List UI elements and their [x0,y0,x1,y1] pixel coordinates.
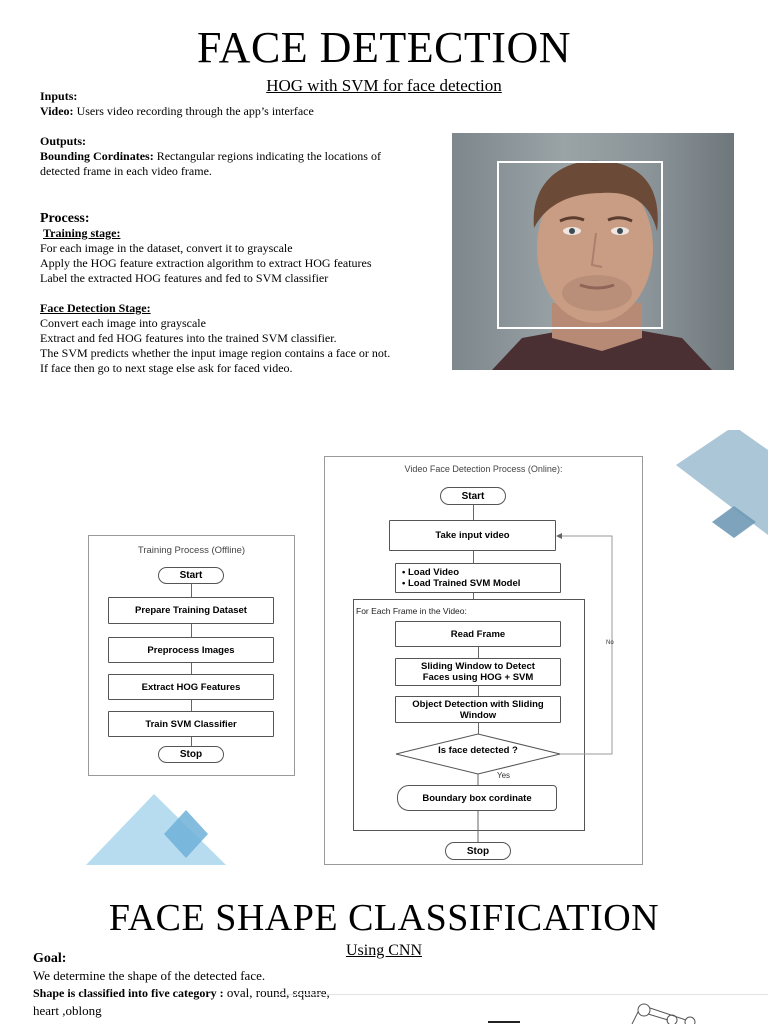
page-title: FACE DETECTION [196,23,572,72]
inputs-heading: Inputs: [40,89,78,103]
outputs-heading: Outputs: [40,134,87,148]
detection-line-4: If face then go to next stage else ask f… [40,361,293,375]
training-heading: Training stage: [43,226,121,240]
detection-line-3: The SVM predicts whether the input image… [40,346,391,360]
process-block: Process: Training stage: For each image … [40,211,440,376]
training-line-1: For each image in the dataset, convert i… [40,241,293,255]
boundary-box-cordinate: Boundary box cordinate [397,785,557,811]
goal-text: We determine the shape of the detected f… [33,968,266,983]
object-detection: Object Detection with Sliding Window [395,696,561,723]
training-step-3: Extract HOG Features [108,674,274,700]
online-stop: Stop [445,842,511,860]
face-illustration [492,160,712,370]
training-line-3: Label the extracted HOG features and fed… [40,271,329,285]
decorative-shape-bottom-left [86,794,226,865]
detection-line-2: Extract and fed HOG features into the tr… [40,331,337,345]
bounding-line: Bounding Cordinates: Rectangular regions… [40,149,381,163]
section2-subtitle: Using CNN [345,942,422,959]
training-start: Start [158,567,224,584]
take-input-video: Take input video [389,520,556,551]
online-diagram-title: Video Face Detection Process (Online): [404,464,563,474]
diagram-connectors [395,533,613,844]
goal-heading: Goal: [33,951,67,966]
detection-heading: Face Detection Stage: [40,301,151,315]
training-stop: Stop [158,746,224,763]
section2-title: FACE SHAPE CLASSIFICATION [108,897,660,939]
shape-line: Shape is classified into five category :… [33,985,330,1000]
training-line-2: Apply the HOG feature extraction algorit… [40,256,372,270]
bounding-line-2: detected frame in each video frame. [40,164,212,178]
frame-loop-label: For Each Frame in the Video: [356,606,467,616]
training-step-4: Train SVM Classifier [108,711,274,737]
network-icon [631,1003,696,1024]
video-line: Video: Users video recording through the… [40,104,314,118]
cnn-figure-partial [277,994,768,1025]
training-step-2: Preprocess Images [108,637,274,663]
detection-line-1: Convert each image into grayscale [40,316,206,330]
training-diagram-title: Training Process (Offline) [137,545,246,556]
process-heading: Process: [40,211,90,226]
goal-block: Goal: We determine the shape of the dete… [33,950,433,1019]
shape-line-2: heart ,oblong [33,1003,102,1018]
online-start: Start [440,487,506,505]
face-bounding-box [497,161,663,329]
no-label: No [606,640,614,646]
load-video-model: • Load Video • Load Trained SVM Model [395,563,561,593]
section-subtitle: HOG with SVM for face detection [266,76,502,95]
yes-label: Yes [497,771,511,780]
decorative-shape-top-right [676,430,768,538]
read-frame: Read Frame [395,621,561,647]
sliding-window: Sliding Window to Detect Faces using HOG… [395,658,561,686]
cnn-figure-bar [488,1021,520,1023]
training-step-1: Prepare Training Dataset [108,597,274,624]
face-photo [452,133,734,370]
inputs-outputs-block: Inputs: Video: Users video recording thr… [40,89,440,179]
decision-label: Is face detected ? [438,745,518,756]
